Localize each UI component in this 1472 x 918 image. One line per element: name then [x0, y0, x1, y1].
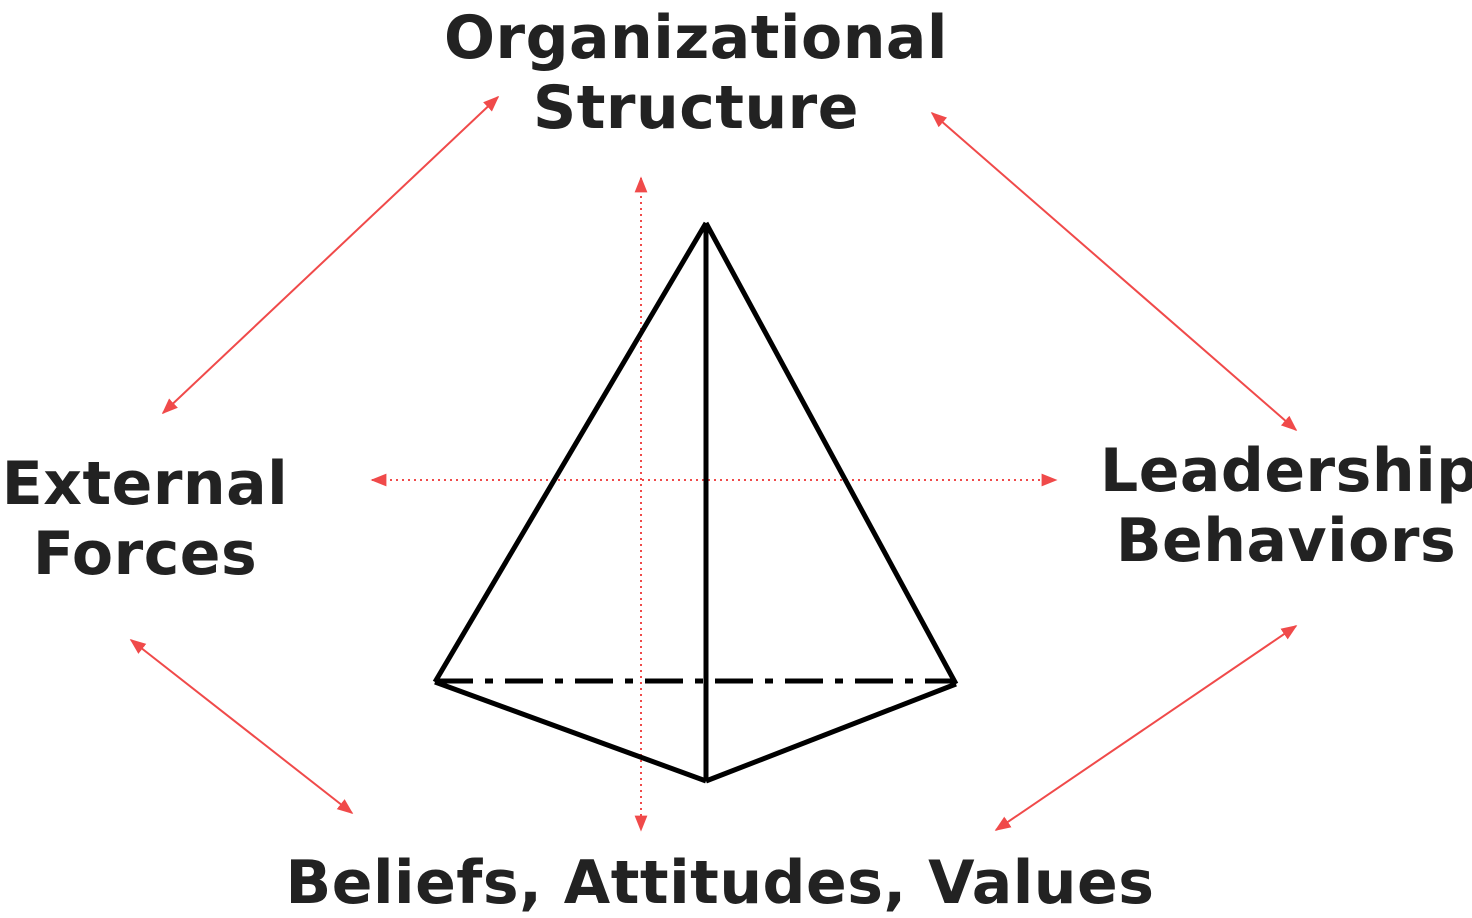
label-right-line-2: Behaviors [1115, 506, 1457, 576]
label-left-line-1: External [1, 449, 289, 519]
pyramid-base-right [705, 681, 957, 784]
arrow-external-beliefs [129, 639, 354, 814]
pyramid-edge-left [432, 221, 709, 684]
label-right-line-1: Leadership [1100, 436, 1472, 506]
arrow-external-organizational [161, 95, 500, 415]
label-external-forces: External Forces [0, 449, 290, 589]
arrow-leadership-beliefs [994, 625, 1298, 831]
pyramid-base-left [434, 679, 707, 784]
label-beliefs-attitudes-values: Beliefs, Attitudes, Values [220, 848, 1220, 918]
pyramid-edge-right [703, 221, 959, 686]
label-left-line-2: Forces [32, 519, 258, 589]
label-top-line-2: Structure [533, 73, 859, 143]
pyramid [432, 221, 959, 784]
arrow-organizational-leadership [930, 111, 1298, 432]
label-top-line-1: Organizational [444, 3, 948, 73]
label-organizational-structure: Organizational Structure [396, 3, 996, 143]
label-leadership-behaviors: Leadership Behaviors [1100, 436, 1472, 576]
label-bottom-line-1: Beliefs, Attitudes, Values [285, 848, 1155, 918]
